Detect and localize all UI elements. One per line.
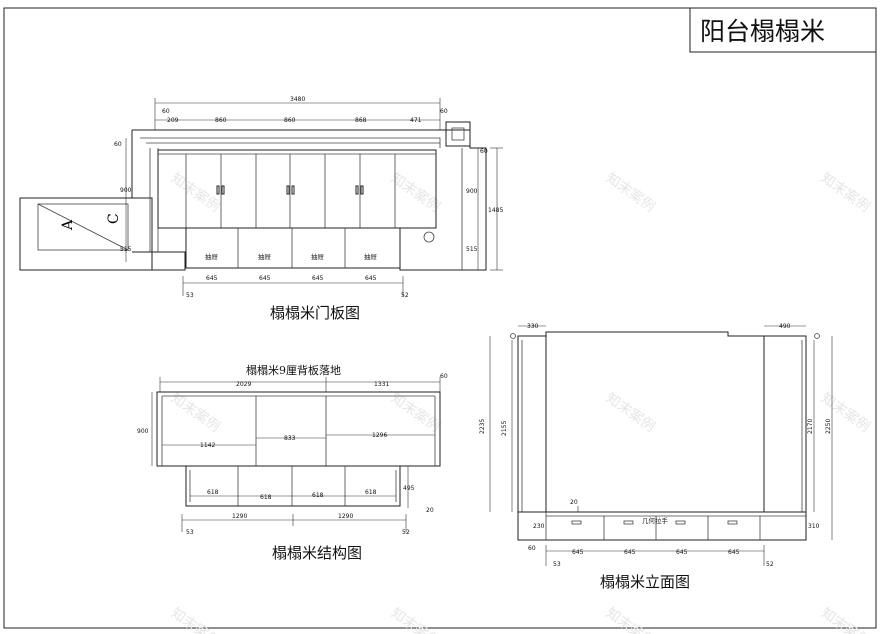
dim-drawer-2: 618 bbox=[260, 494, 272, 501]
dim-elev-490: 490 bbox=[779, 323, 791, 330]
dim-top-3: 860 bbox=[284, 117, 296, 124]
dim-struct-bottom-2: 1290 bbox=[338, 513, 353, 520]
corner-letter-c: C bbox=[106, 213, 122, 224]
watermark-12: 知末案例 bbox=[818, 604, 874, 634]
dim-top-5: 471 bbox=[410, 117, 422, 124]
dim-struct-495: 495 bbox=[403, 485, 415, 492]
dim-struct-foot-left: 53 bbox=[186, 529, 194, 536]
dim-elev-2235: 2235 bbox=[479, 419, 486, 434]
dim-overall-height: 1485 bbox=[488, 207, 503, 214]
dim-elev-20: 20 bbox=[570, 499, 578, 506]
dim-edge-left: 60 bbox=[162, 108, 170, 115]
dim-total-width: 3480 bbox=[290, 96, 305, 103]
dim-struct-900: 900 bbox=[137, 428, 149, 435]
dim-struct-foot-right: 52 bbox=[402, 529, 410, 536]
sheet-border bbox=[3, 7, 877, 629]
drawer-label-4: 抽屉 bbox=[364, 252, 378, 261]
watermark-2: 知末案例 bbox=[388, 169, 444, 215]
dim-struct-bottom-1: 1290 bbox=[232, 513, 247, 520]
dim-left-60: 60 bbox=[114, 141, 122, 148]
dim-struct-2029: 2029 bbox=[236, 381, 251, 388]
dim-elev-2250: 2250 bbox=[825, 419, 832, 434]
dim-elev-60: 60 bbox=[528, 545, 536, 552]
drawer-label-2: 抽屉 bbox=[258, 252, 272, 261]
dim-elev-bottom-3: 645 bbox=[676, 549, 688, 556]
dim-left-900: 900 bbox=[120, 187, 132, 194]
dim-bottom-2: 645 bbox=[259, 275, 271, 282]
dim-shelf-833: 833 bbox=[284, 435, 296, 442]
watermark-7: 知末案例 bbox=[603, 389, 659, 435]
dim-drawer-1: 618 bbox=[207, 489, 219, 496]
dim-bottom-1: 645 bbox=[206, 275, 218, 282]
dim-foot-right: 52 bbox=[401, 292, 409, 299]
dim-top-1: 209 bbox=[167, 117, 179, 124]
watermark-4: 知末案例 bbox=[818, 169, 874, 215]
dim-elev-330: 330 bbox=[527, 323, 539, 330]
watermark-10: 知末案例 bbox=[388, 604, 444, 634]
dim-bottom-4: 645 bbox=[365, 275, 377, 282]
dim-right-900: 900 bbox=[466, 188, 478, 195]
corner-letter-a: A bbox=[60, 219, 76, 231]
structure-note: 榻榻米9厘背板落地 bbox=[246, 363, 341, 377]
dim-elev-310: 310 bbox=[808, 523, 820, 530]
dim-foot-left: 53 bbox=[186, 292, 194, 299]
dim-elev-2155: 2155 bbox=[501, 421, 508, 436]
dim-right-515: 515 bbox=[466, 246, 478, 253]
dim-shelf-1142: 1142 bbox=[200, 442, 215, 449]
dim-left-515: 515 bbox=[120, 246, 132, 253]
structure-view: 榻榻米9厘背板落地 2029 1331 60 1142 833 1296 900 bbox=[137, 363, 448, 562]
dim-elev-bottom-2: 645 bbox=[624, 549, 636, 556]
dim-struct-60: 60 bbox=[440, 373, 448, 380]
elevation-view: 330 490 2235 2155 2170 2250 20 bbox=[479, 323, 833, 591]
dim-elev-bottom-1: 645 bbox=[572, 549, 584, 556]
drawer-label-3: 抽屉 bbox=[311, 252, 325, 261]
elevation-caption: 榻榻米立面图 bbox=[600, 573, 690, 591]
watermark-3: 知末案例 bbox=[603, 169, 659, 215]
dim-elev-230: 230 bbox=[533, 523, 545, 530]
dim-struct-1331: 1331 bbox=[374, 381, 389, 388]
dim-elev-foot-left: 53 bbox=[553, 561, 561, 568]
dim-drawer-4: 618 bbox=[365, 489, 377, 496]
dim-drawer-3: 618 bbox=[312, 492, 324, 499]
sheet-title: 阳台榻榻米 bbox=[700, 17, 825, 46]
structure-caption: 榻榻米结构图 bbox=[272, 544, 362, 562]
dim-edge-right: 60 bbox=[440, 108, 448, 115]
dim-bottom-3: 645 bbox=[312, 275, 324, 282]
watermark-1: 知末案例 bbox=[168, 169, 224, 215]
dim-shelf-1296: 1296 bbox=[372, 432, 387, 439]
dim-top-4: 868 bbox=[355, 117, 367, 124]
watermark-11: 知末案例 bbox=[603, 604, 659, 634]
door-panel-caption: 榻榻米门板图 bbox=[270, 304, 360, 322]
dim-elev-foot-right: 52 bbox=[766, 561, 774, 568]
dim-elev-bottom-4: 645 bbox=[728, 549, 740, 556]
drawer-label-1: 抽屉 bbox=[205, 252, 219, 261]
dim-right-60: 60 bbox=[480, 148, 488, 155]
dim-elev-2170: 2170 bbox=[807, 419, 814, 434]
watermark-9: 知末案例 bbox=[168, 604, 224, 634]
dim-struct-20: 20 bbox=[426, 507, 434, 514]
elev-handle-note: 几何拉手 bbox=[642, 516, 669, 525]
dim-top-2: 860 bbox=[215, 117, 227, 124]
title-block: 阳台榻榻米 bbox=[689, 7, 877, 53]
door-panel-view: A C 抽屉 抽屉 抽屉 bbox=[19, 96, 503, 322]
